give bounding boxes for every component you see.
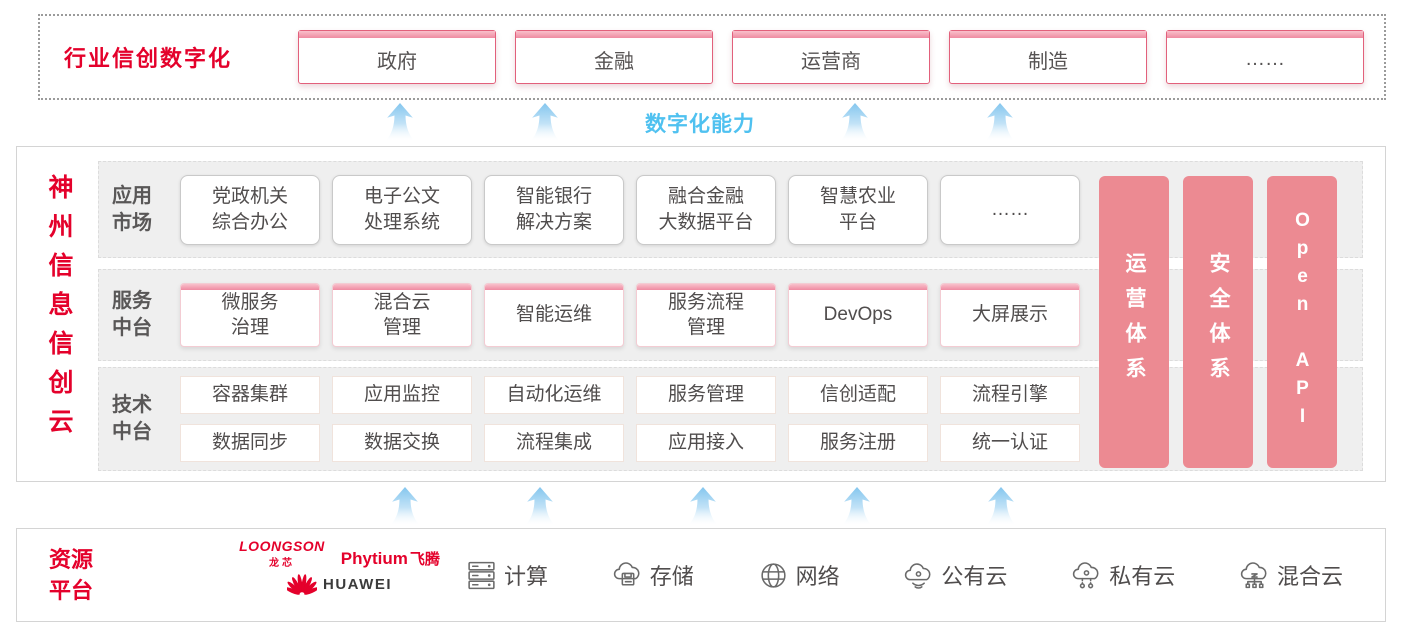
app-market-row: 党政机关 综合办公 电子公文 处理系统 智能银行 解决方案 融合金融 大数据平台… bbox=[180, 162, 1080, 257]
app-market-section: 应用市场 党政机关 综合办公 电子公文 处理系统 智能银行 解决方案 融合金融 … bbox=[98, 161, 1363, 258]
vendor-logos: LOONGSON 龙芯 Phytium 飞腾 bbox=[212, 538, 467, 596]
app-box: 智慧农业 平台 bbox=[788, 174, 928, 245]
industry-box-operator: 运营商 bbox=[732, 30, 930, 84]
industry-box-finance: 金融 bbox=[515, 30, 713, 84]
loongson-logo: LOONGSON 龙芯 bbox=[239, 538, 325, 569]
up-arrow-icon bbox=[525, 486, 555, 526]
app-box: 融合金融 大数据平台 bbox=[636, 174, 776, 245]
resource-item-network: 网络 bbox=[757, 559, 840, 591]
resource-item-list: 计算 存储 网络 bbox=[465, 529, 1343, 621]
resource-item-public-cloud: 公有云 bbox=[902, 559, 1007, 591]
huawei-flower-icon bbox=[287, 574, 317, 595]
up-arrow-icon bbox=[390, 486, 420, 526]
tech-box: 应用接入 bbox=[636, 424, 776, 462]
tech-box: 数据同步 bbox=[180, 424, 320, 462]
tech-box: 服务管理 bbox=[636, 376, 776, 414]
service-box: 大屏展示 bbox=[940, 283, 1080, 347]
tech-box: 容器集群 bbox=[180, 376, 320, 414]
tech-rows: 容器集群 应用监控 自动化运维 服务管理 信创适配 流程引擎 数据同步 数据交换… bbox=[180, 368, 1080, 470]
service-box: 智能运维 bbox=[484, 283, 624, 347]
up-arrow-icon bbox=[688, 486, 718, 526]
tech-row-1: 容器集群 应用监控 自动化运维 服务管理 信创适配 流程引擎 bbox=[180, 376, 1080, 414]
service-row: 微服务 治理 混合云 管理 智能运维 服务流程 管理 DevOps 大屏展示 bbox=[180, 270, 1080, 360]
resource-item-hybrid-cloud: 混合云 bbox=[1238, 559, 1343, 591]
vendor-row-1: LOONGSON 龙芯 Phytium 飞腾 bbox=[239, 538, 440, 569]
tech-section-label: 技术中台 bbox=[112, 394, 152, 443]
private-cloud-icon bbox=[1073, 561, 1099, 588]
resource-title: 资源平台 bbox=[49, 547, 94, 603]
up-arrow-icon bbox=[530, 102, 560, 142]
app-market-label: 应用市场 bbox=[112, 184, 152, 234]
tech-box: 数据交换 bbox=[332, 424, 472, 462]
service-box: 混合云 管理 bbox=[332, 283, 472, 347]
industry-box-list: 政府 金融 运营商 制造 …… bbox=[298, 30, 1364, 84]
pillar-open-api: Open API bbox=[1267, 176, 1337, 468]
service-box: 服务流程 管理 bbox=[636, 283, 776, 347]
resource-item-storage: 存储 bbox=[611, 559, 694, 591]
resource-item-compute: 计算 bbox=[465, 559, 548, 591]
service-box: 微服务 治理 bbox=[180, 283, 320, 347]
service-middle-platform-section: 服务中台 微服务 治理 混合云 管理 智能运维 服务流程 管理 DevOps 大… bbox=[98, 269, 1363, 361]
resource-item-private-cloud: 私有云 bbox=[1070, 559, 1175, 591]
network-icon bbox=[760, 562, 786, 588]
tech-box: 自动化运维 bbox=[484, 376, 624, 414]
app-box: 党政机关 综合办公 bbox=[180, 174, 320, 245]
tech-box: 统一认证 bbox=[940, 424, 1080, 462]
industry-box-government: 政府 bbox=[298, 30, 496, 84]
industry-box-manufacturing: 制造 bbox=[949, 30, 1147, 84]
industry-box-more: …… bbox=[1166, 30, 1364, 84]
huawei-logo: HUAWEI bbox=[287, 572, 392, 596]
resource-panel: 资源平台 LOONGSON 龙芯 Phytium 飞腾 bbox=[16, 528, 1386, 622]
hybrid-cloud-icon bbox=[1240, 561, 1267, 588]
platform-panel: 神州信息信创云 应用市场 党政机关 综合办公 电子公文 处理系统 智能银行 解决… bbox=[16, 146, 1386, 482]
pillar-operation-system: 运营体系 bbox=[1099, 176, 1169, 468]
up-arrow-icon bbox=[385, 102, 415, 142]
pillar-security-system: 安全体系 bbox=[1183, 176, 1253, 468]
storage-icon bbox=[613, 561, 640, 586]
compute-icon bbox=[468, 561, 495, 589]
tech-box: 流程引擎 bbox=[940, 376, 1080, 414]
industry-band: 行业信创数字化 政府 金融 运营商 制造 …… bbox=[38, 14, 1386, 100]
app-box: 电子公文 处理系统 bbox=[332, 174, 472, 245]
tech-row-2: 数据同步 数据交换 流程集成 应用接入 服务注册 统一认证 bbox=[180, 424, 1080, 462]
up-arrow-icon bbox=[986, 486, 1016, 526]
up-arrow-icon bbox=[985, 102, 1015, 142]
industry-band-title: 行业信创数字化 bbox=[64, 46, 233, 71]
tech-box: 信创适配 bbox=[788, 376, 928, 414]
up-arrow-icon bbox=[840, 102, 870, 142]
app-box-more: …… bbox=[940, 174, 1080, 245]
tech-box: 流程集成 bbox=[484, 424, 624, 462]
app-box: 智能银行 解决方案 bbox=[484, 174, 624, 245]
service-box: DevOps bbox=[788, 283, 928, 347]
service-section-label: 服务中台 bbox=[112, 290, 152, 339]
phytium-logo: Phytium 飞腾 bbox=[340, 549, 440, 568]
platform-vertical-title: 神州信息信创云 bbox=[48, 174, 74, 436]
tech-middle-platform-section: 技术中台 容器集群 应用监控 自动化运维 服务管理 信创适配 流程引擎 数据同步… bbox=[98, 367, 1363, 471]
tech-box: 应用监控 bbox=[332, 376, 472, 414]
up-arrow-icon bbox=[842, 486, 872, 526]
tech-box: 服务注册 bbox=[788, 424, 928, 462]
digital-capability-label: 数字化能力 bbox=[645, 113, 755, 136]
public-cloud-icon bbox=[905, 562, 931, 589]
